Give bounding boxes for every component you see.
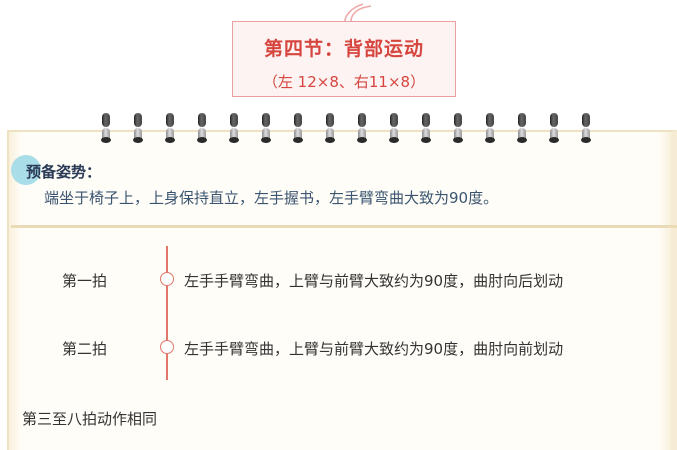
timeline-node-icon — [160, 272, 174, 286]
spiral-ring-icon — [229, 113, 239, 143]
spiral-ring-icon — [549, 113, 559, 143]
spiral-ring-icon — [293, 113, 303, 143]
preparation-text: 端坐于椅子上，上身保持直立，左手握书，左手臂弯曲大致为90度。 — [44, 189, 499, 207]
beat-2-label: 第二拍 — [62, 340, 108, 358]
section-title-card: 第四节：背部运动 （左 12×8、右11×8） — [232, 21, 456, 97]
beats-timeline — [166, 246, 168, 380]
preparation-label: 预备姿势： — [26, 163, 102, 181]
spiral-ring-icon — [485, 113, 495, 143]
section-reps: （左 12×8、右11×8） — [262, 73, 426, 91]
beat-1-text: 左手手臂弯曲，上臂与前臂大致约为90度，曲肘向后划动 — [184, 272, 564, 290]
spiral-ring-icon — [325, 113, 335, 143]
spiral-ring-icon — [389, 113, 399, 143]
spiral-ring-icon — [197, 113, 207, 143]
spiral-ring-icon — [357, 113, 367, 143]
notebook-page — [7, 130, 677, 450]
section-title: 第四节：背部运动 — [263, 38, 424, 60]
spiral-ring-icon — [421, 113, 431, 143]
spiral-ring-icon — [453, 113, 463, 143]
spiral-ring-icon — [101, 113, 111, 143]
spiral-ring-icon — [133, 113, 143, 143]
timeline-node-icon — [160, 340, 174, 354]
spiral-ring-icon — [261, 113, 271, 143]
spiral-ring-icon — [165, 113, 175, 143]
beat-1-label: 第一拍 — [62, 272, 108, 290]
spiral-binding — [0, 113, 677, 147]
remaining-beats-note: 第三至八拍动作相同 — [22, 410, 158, 428]
preparation-bullet-icon — [11, 155, 41, 185]
spiral-ring-icon — [581, 113, 591, 143]
spiral-ring-icon — [517, 113, 527, 143]
section-divider — [11, 225, 677, 228]
beat-2-text: 左手手臂弯曲，上臂与前臂大致约为90度，曲肘向前划动 — [184, 340, 564, 358]
